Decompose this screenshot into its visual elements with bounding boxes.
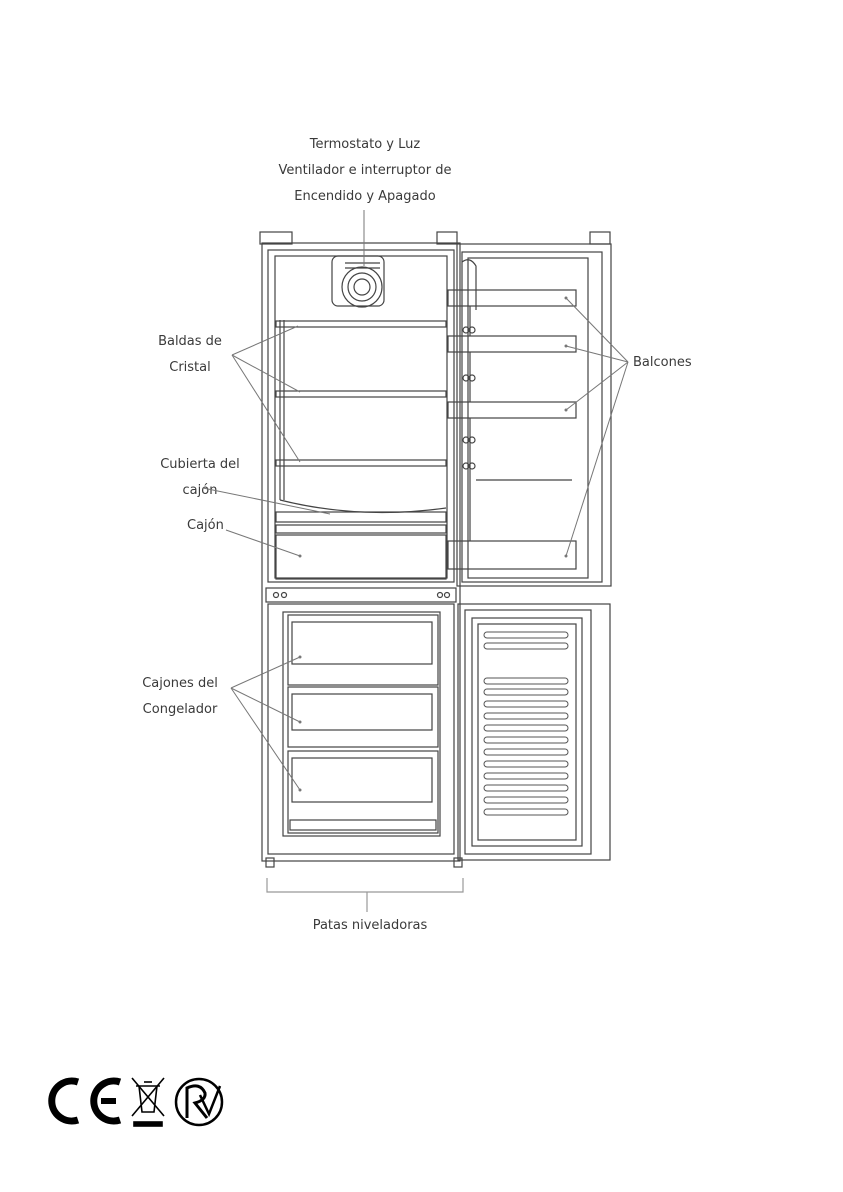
balcony-bottom [448,541,576,569]
divider-strip [266,588,456,602]
top-cap-right [590,232,610,244]
foot-left [266,858,274,867]
balcony-3 [448,402,576,418]
freezer-drawer-2 [288,687,438,747]
fridge-compartment [268,250,454,582]
leader-lines [203,210,628,790]
balcony-2 [448,336,576,352]
rohs-mark-icon [176,1079,222,1125]
glass-shelf-2 [276,391,446,397]
drawer-cover-curve [280,500,446,513]
freezer-door-ridges [484,632,568,815]
ce-mark-icon [52,1081,120,1121]
freezer-drawer-1 [288,615,438,685]
top-cap-center [437,232,457,244]
freezer-door [458,604,610,860]
top-cap-left [260,232,292,244]
balcony-1 [448,290,576,306]
freezer-drawer-3 [288,751,438,833]
crisper-drawer [276,535,446,579]
weee-bin-icon [132,1078,164,1126]
freezer-compartment [268,604,454,854]
drawer-cover [276,512,446,522]
feet-bracket [267,878,463,892]
glass-shelf-1 [276,321,446,327]
glass-shelf-3 [276,460,446,466]
